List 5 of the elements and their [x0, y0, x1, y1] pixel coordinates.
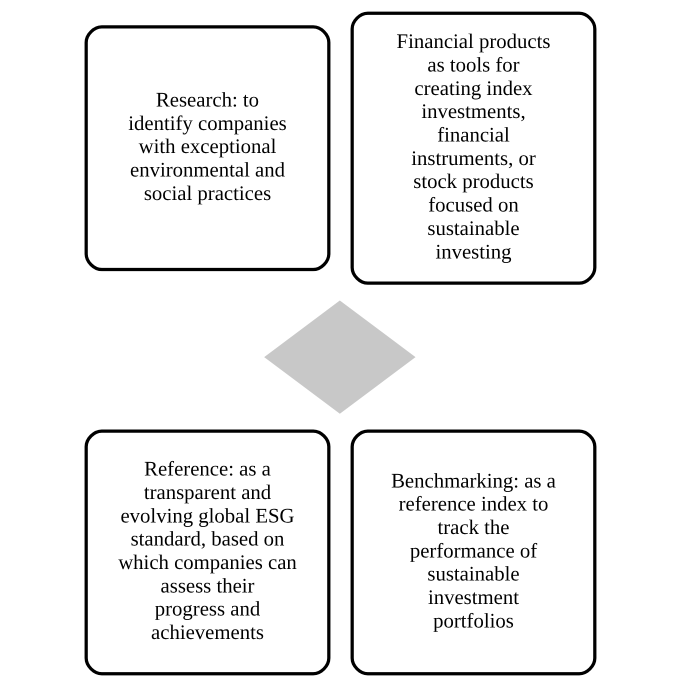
node-box: Research: to identify companies with exceptional environmental and social practices	[84, 25, 330, 272]
node-diamond	[264, 300, 416, 414]
node-box: Financial products as tools for creating index investments, financial instruments, or stock products focused on sustainable investing	[350, 12, 596, 285]
node-box: Benchmarking: as a reference index to track the performance of sustainable investment portfolios	[350, 429, 596, 676]
node-box: Reference: as a transparent and evolving global ESG standard, based on which companies can assess their progress and achievements	[84, 429, 330, 676]
